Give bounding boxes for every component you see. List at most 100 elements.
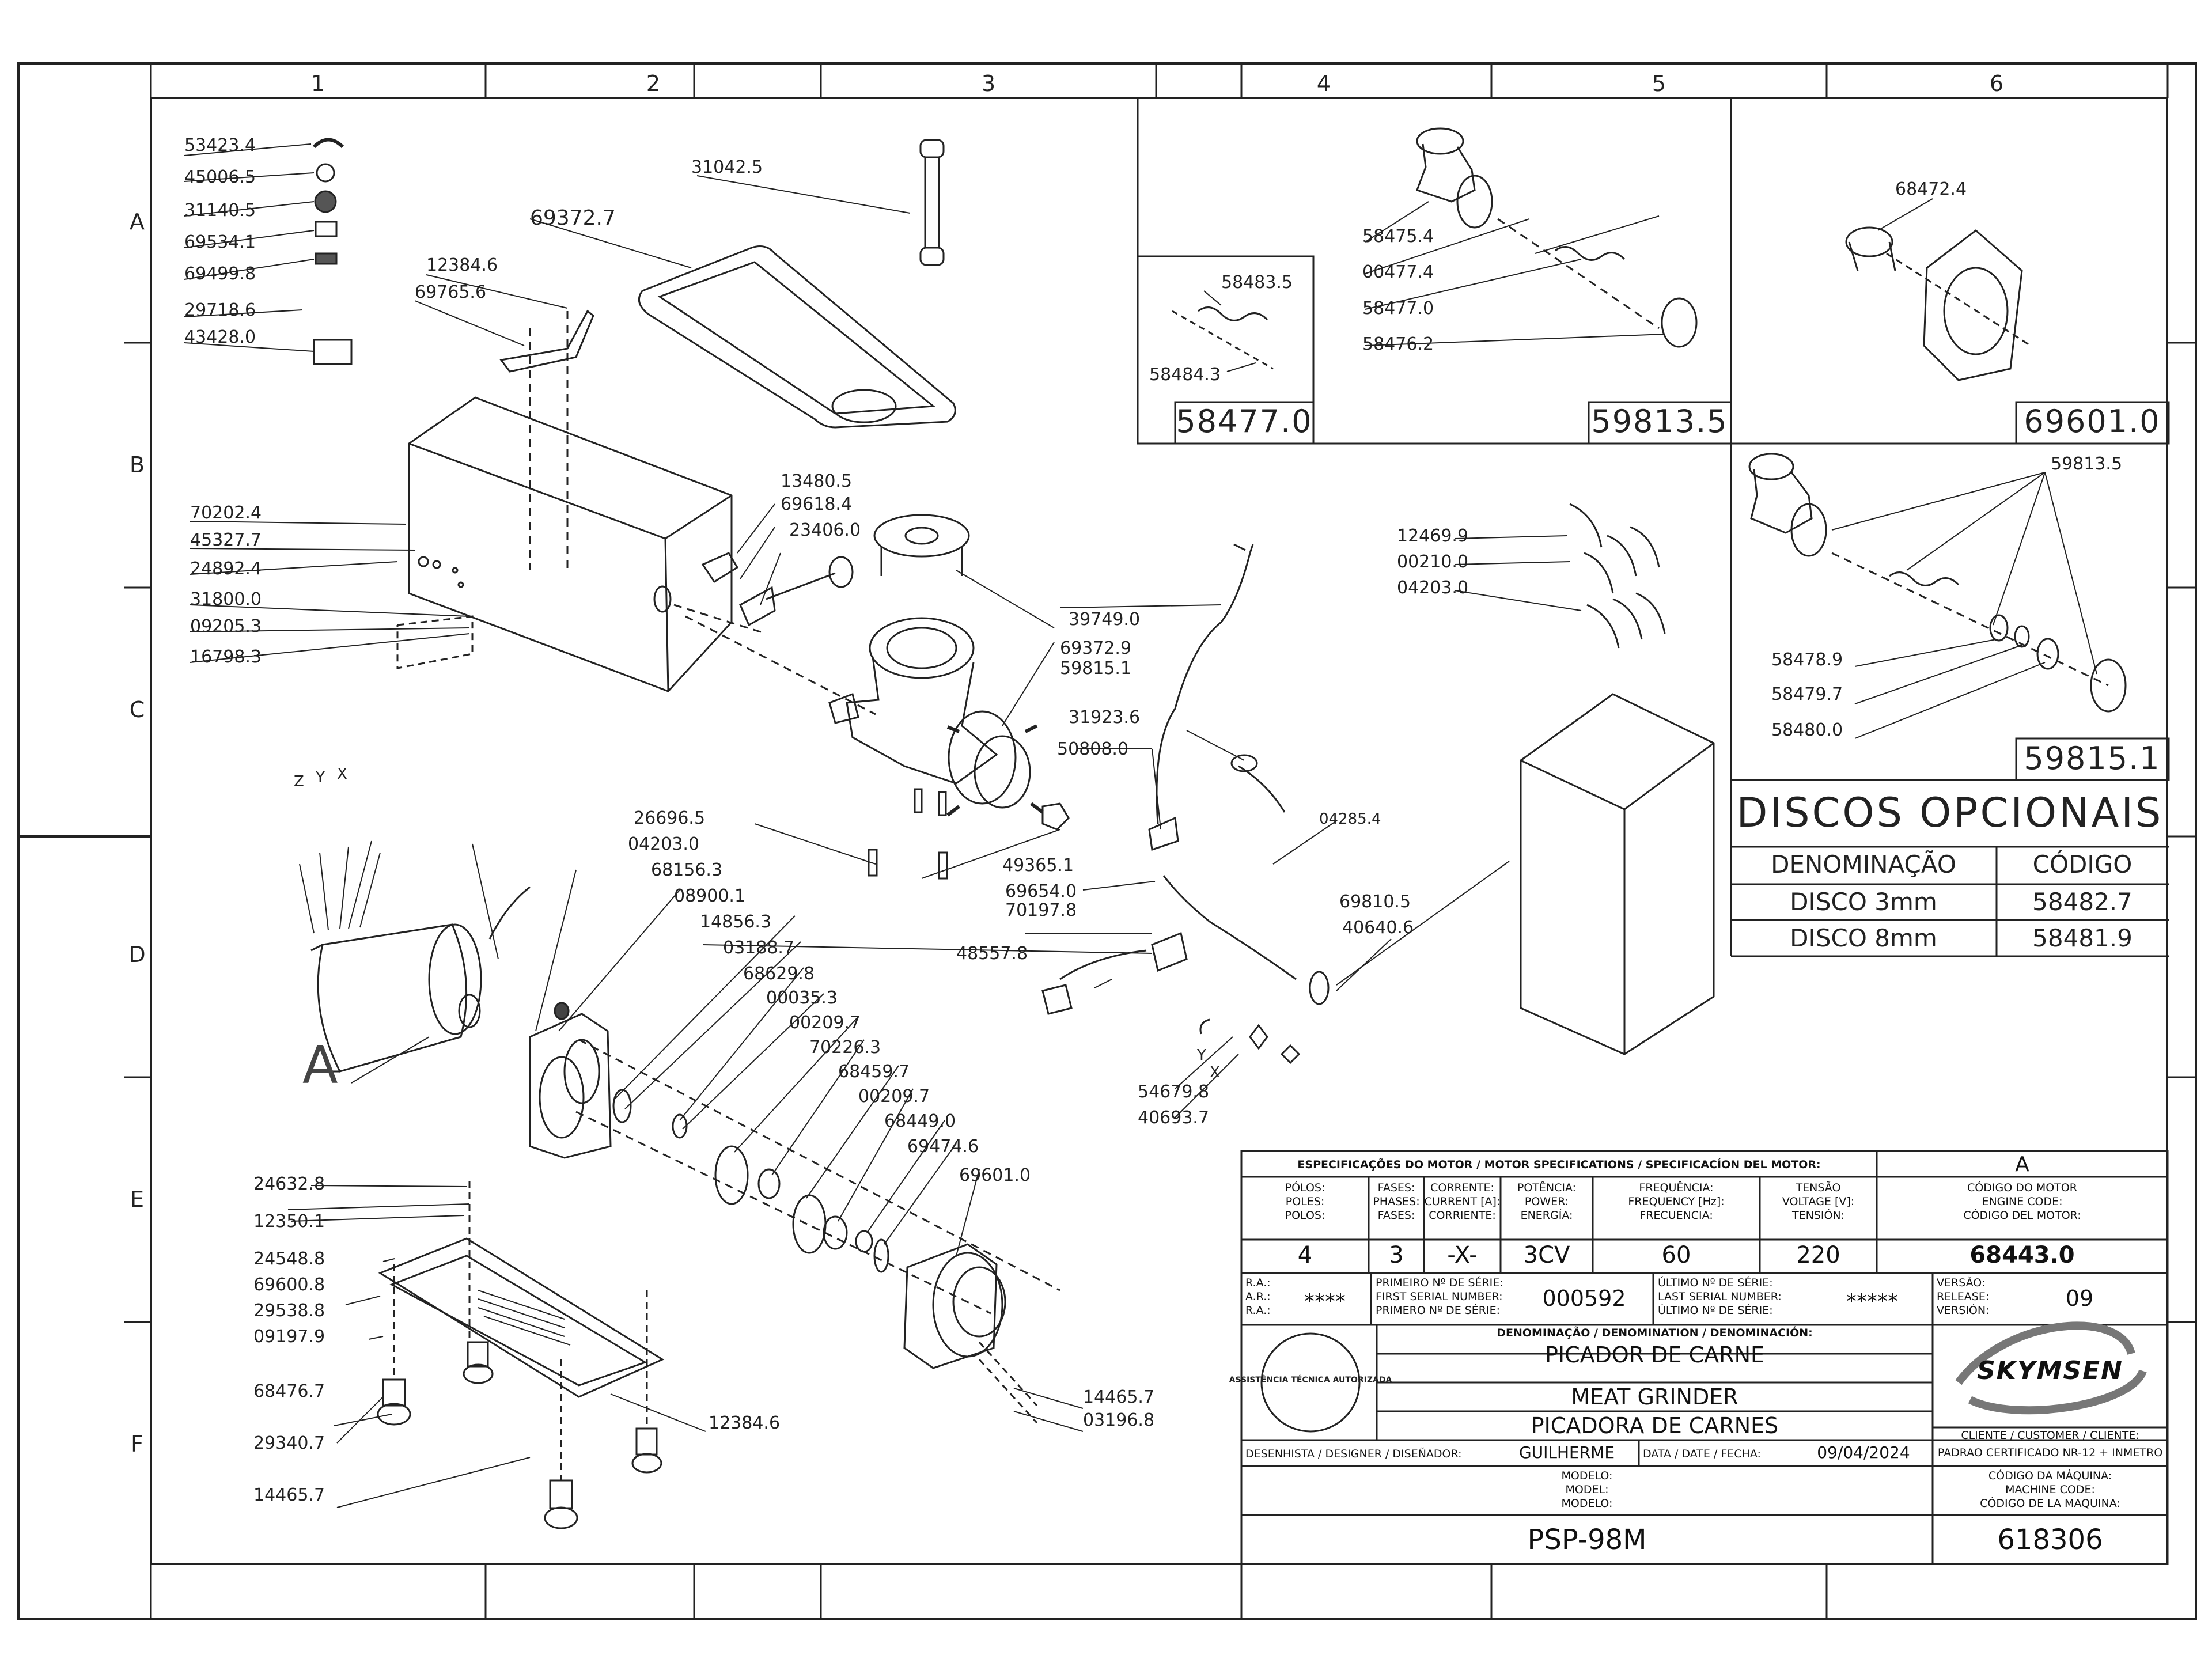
spec-power-label-pt: POTÊNCIA: xyxy=(1517,1181,1577,1194)
machine-code-label-pt: CÓDIGO DA MÁQUINA: xyxy=(1988,1469,2112,1482)
ra-label: R.A.:A.R.:R.A.: xyxy=(1245,1276,1271,1317)
part-00210-0: 00210.0 xyxy=(1397,552,1468,572)
designer-value: GUILHERME xyxy=(1518,1443,1615,1462)
gearbox xyxy=(529,1013,612,1159)
part-69372-7: 69372.7 xyxy=(530,206,616,230)
part-40693-7: 40693.7 xyxy=(1138,1108,1209,1128)
part-29718-6: 29718.6 xyxy=(184,300,256,320)
spec-current-value: -X- xyxy=(1447,1242,1478,1268)
part-58480-0: 58480.0 xyxy=(1771,720,1843,740)
part-31800-0: 31800.0 xyxy=(190,589,262,609)
part-12469-9: 12469.9 xyxy=(1397,526,1468,546)
disco-3mm-code: 58482.7 xyxy=(2032,888,2133,916)
spec-frequency-label-en: FREQUENCY [Hz]: xyxy=(1628,1195,1725,1208)
box-69601-label: 69601.0 xyxy=(2024,403,2160,440)
wire-x-2: X xyxy=(1210,1064,1220,1081)
wire-y: Y xyxy=(315,769,325,786)
spec-current-label-pt: CORRENTE: xyxy=(1430,1181,1494,1194)
grid-col-5: 5 xyxy=(1652,71,1666,96)
wire-y-2: Y xyxy=(1196,1047,1206,1064)
part-45006-5: 45006.5 xyxy=(184,167,256,187)
designer-label: DESENHISTA / DESIGNER / DISEÑADOR: xyxy=(1245,1448,1462,1460)
part-69601-0: 69601.0 xyxy=(959,1165,1031,1185)
part-31140-5: 31140.5 xyxy=(184,200,256,221)
part-69372-9: 69372.9 xyxy=(1060,638,1131,658)
feed-plate xyxy=(873,514,970,558)
motor-code-label-es: CÓDIGO DEL MOTOR: xyxy=(1963,1209,2081,1222)
inner-border xyxy=(150,97,2168,1565)
spec-current-label-es: CORRIENTE: xyxy=(1429,1209,1496,1222)
part-24548-8: 24548.8 xyxy=(253,1249,325,1269)
part-58479-7: 58479.7 xyxy=(1771,684,1843,704)
grinder-head xyxy=(846,656,998,785)
disco-8mm-name: DISCO 8mm xyxy=(1790,924,1937,952)
first-serial-label-en: FIRST SERIAL NUMBER: xyxy=(1376,1290,1503,1303)
part-43428-0: 43428.0 xyxy=(184,327,256,347)
grid-col-6: 6 xyxy=(1990,71,2003,96)
part-31923-6: 31923.6 xyxy=(1069,707,1140,728)
spec-power-value: 3CV xyxy=(1523,1242,1570,1268)
part-16798-3: 16798.3 xyxy=(190,647,262,667)
part-69810-5: 69810.5 xyxy=(1339,892,1411,912)
part-69474-6: 69474.6 xyxy=(907,1137,979,1157)
motor-code-label-pt: CÓDIGO DO MOTOR xyxy=(1967,1181,2077,1194)
part-04203-0-right: 04203.0 xyxy=(1397,578,1468,598)
part-58475-4: 58475.4 xyxy=(1362,226,1434,247)
grid-row-d: D xyxy=(128,942,145,967)
part-14465-7-left: 14465.7 xyxy=(253,1485,325,1505)
grid-row-c: C xyxy=(130,697,145,722)
part-69600-8: 69600.8 xyxy=(253,1275,325,1295)
part-29538-8: 29538.8 xyxy=(253,1301,325,1321)
part-70202-4: 70202.4 xyxy=(190,503,262,523)
machine-code-value: 618306 xyxy=(1997,1524,2103,1556)
part-68449-0: 68449.0 xyxy=(884,1111,956,1131)
spec-poles-label-es: POLOS: xyxy=(1285,1209,1325,1222)
part-12384-6-bottom: 12384.6 xyxy=(709,1413,780,1433)
grid-row-b: B xyxy=(130,452,145,478)
part-68156-3: 68156.3 xyxy=(651,860,722,880)
grinder-throat xyxy=(869,617,975,679)
spec-voltage-label-es: TENSIÓN: xyxy=(1791,1209,1845,1222)
part-09197-9: 09197.9 xyxy=(253,1327,325,1347)
name-pt: PICADOR DE CARNE xyxy=(1544,1342,1765,1368)
denomination-label: DENOMINAÇÃO / DENOMINATION / DENOMINACIÓ… xyxy=(1497,1327,1813,1339)
client-label: CLIENTE / CUSTOMER / CLIENTE: xyxy=(1961,1429,2139,1442)
version-label: VERSÃO:RELEASE:VERSIÓN: xyxy=(1937,1276,1989,1317)
model-value: PSP-98M xyxy=(1527,1524,1647,1556)
name-en: MEAT GRINDER xyxy=(1571,1384,1738,1410)
brand-logo: SKYMSEN xyxy=(1976,1356,2123,1385)
front-cover xyxy=(903,1243,998,1369)
discos-header-code: CÓDIGO xyxy=(2033,850,2133,878)
spec-current-label: CORRENTE:CURRENT [A]:CORRIENTE: xyxy=(1424,1181,1501,1222)
part-31042-5: 31042.5 xyxy=(691,157,763,177)
spec-poles-value: 4 xyxy=(1297,1242,1313,1268)
spec-power-label-en: POWER: xyxy=(1524,1195,1569,1208)
grid-row-a: A xyxy=(130,209,145,234)
part-04285-4: 04285.4 xyxy=(1319,810,1381,828)
spec-frequency-label-pt: FREQUÊNCIA: xyxy=(1639,1181,1714,1194)
last-serial-value: ***** xyxy=(1846,1290,1898,1313)
version-label-en: RELEASE: xyxy=(1937,1290,1990,1303)
machine-code-label-es: CÓDIGO DE LA MAQUINA: xyxy=(1980,1497,2120,1510)
spec-header: ESPECIFICAÇÕES DO MOTOR / MOTOR SPECIFIC… xyxy=(1297,1158,1821,1171)
spec-voltage-label-en: VOLTAGE [V]: xyxy=(1782,1195,1855,1208)
spec-frequency-label: FREQUÊNCIA:FREQUENCY [Hz]:FRECUENCIA: xyxy=(1593,1181,1760,1222)
part-58476-2: 58476.2 xyxy=(1362,334,1434,354)
part-12350-1: 12350.1 xyxy=(253,1211,325,1232)
grid-col-1: 1 xyxy=(311,71,325,96)
grid-col-2: 2 xyxy=(646,71,660,96)
part-69534-1: 69534.1 xyxy=(184,232,256,252)
grid-row-e: E xyxy=(130,1187,144,1212)
part-48557-8: 48557.8 xyxy=(956,944,1028,964)
part-04203-0-left: 04203.0 xyxy=(628,834,699,854)
part-69499-8: 69499.8 xyxy=(184,264,256,284)
ra-label-1: R.A.: xyxy=(1245,1277,1271,1289)
ra-value: **** xyxy=(1304,1290,1346,1313)
part-00209-7-b: 00209.7 xyxy=(858,1086,930,1107)
motor-code: 68443.0 xyxy=(1969,1242,2075,1268)
part-14465-7-right: 14465.7 xyxy=(1083,1387,1154,1407)
part-68459-7: 68459.7 xyxy=(838,1062,910,1082)
